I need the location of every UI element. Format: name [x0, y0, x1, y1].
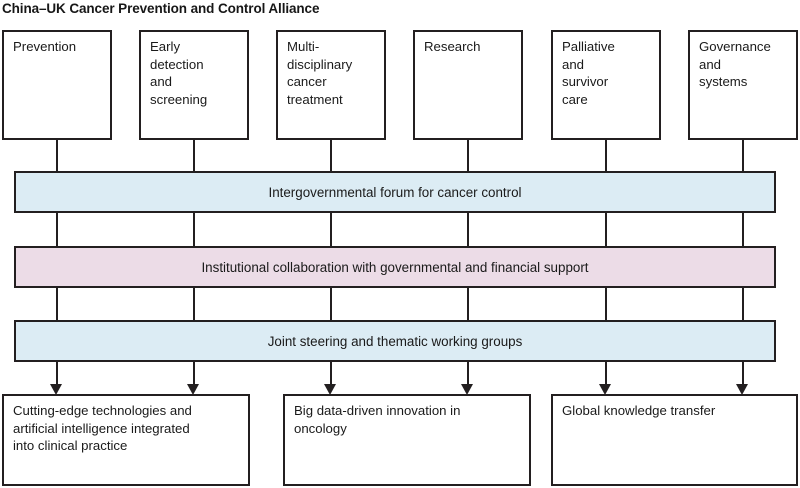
arrow-head-to-bigdata-1	[324, 384, 336, 395]
pillar-label-early-detection: Early detection and screening	[150, 39, 208, 107]
mechanism-label-institutional-collab: Institutional collaboration with governm…	[201, 259, 589, 275]
mechanism-bar-joint-steering[interactable]: Joint steering and thematic working grou…	[14, 320, 776, 362]
connector-research-to-forum	[467, 140, 469, 171]
connector-governance-to-forum	[742, 140, 744, 171]
connector-prevention-to-forum	[56, 140, 58, 171]
figure-title: China–UK Cancer Prevention and Control A…	[2, 1, 320, 16]
outcome-label-big-data-oncology: Big data-driven innovation in oncology	[294, 403, 461, 436]
arrow-shaft-to-ai-2	[193, 362, 195, 386]
connector-collab-to-steering-3	[330, 288, 332, 320]
mechanism-label-joint-steering: Joint steering and thematic working grou…	[267, 333, 523, 349]
arrow-shaft-to-transfer-1	[605, 362, 607, 386]
pillar-box-prevention[interactable]: Prevention	[2, 30, 112, 140]
connector-collab-to-steering-6	[742, 288, 744, 320]
pillar-label-research: Research	[424, 39, 481, 54]
outcome-label-knowledge-transfer: Global knowledge transfer	[562, 403, 716, 418]
outcome-box-big-data-oncology[interactable]: Big data-driven innovation in oncology	[283, 394, 531, 486]
pillar-box-early-detection[interactable]: Early detection and screening	[139, 30, 249, 140]
connector-forum-to-collab-6	[742, 213, 744, 246]
connector-collab-to-steering-2	[193, 288, 195, 320]
outcome-label-ai-clinical-practice: Cutting-edge technologies and artificial…	[13, 403, 192, 453]
arrow-head-to-transfer-1	[599, 384, 611, 395]
pillar-box-palliative-care[interactable]: Palliative and survivor care	[551, 30, 661, 140]
mechanism-bar-institutional-collab[interactable]: Institutional collaboration with governm…	[14, 246, 776, 288]
connector-forum-to-collab-5	[605, 213, 607, 246]
mechanism-bar-intergov-forum[interactable]: Intergovernmental forum for cancer contr…	[14, 171, 776, 213]
pillar-box-governance[interactable]: Governance and systems	[688, 30, 798, 140]
connector-collab-to-steering-5	[605, 288, 607, 320]
arrow-shaft-to-ai-1	[56, 362, 58, 386]
arrow-head-to-ai-1	[50, 384, 62, 395]
connector-forum-to-collab-2	[193, 213, 195, 246]
pillar-label-prevention: Prevention	[13, 39, 77, 54]
connector-forum-to-collab-3	[330, 213, 332, 246]
pillar-label-governance: Governance and systems	[699, 39, 771, 89]
pillar-box-research[interactable]: Research	[413, 30, 523, 140]
connector-collab-to-steering-1	[56, 288, 58, 320]
outcome-box-knowledge-transfer[interactable]: Global knowledge transfer	[551, 394, 798, 486]
connector-forum-to-collab-4	[467, 213, 469, 246]
pillar-label-palliative-care: Palliative and survivor care	[562, 39, 615, 107]
connector-early-detection-to-forum	[193, 140, 195, 171]
pillar-label-mdt-treatment: Multi- disciplinary cancer treatment	[287, 39, 353, 107]
outcome-box-ai-clinical-practice[interactable]: Cutting-edge technologies and artificial…	[2, 394, 250, 486]
pillar-box-mdt-treatment[interactable]: Multi- disciplinary cancer treatment	[276, 30, 386, 140]
arrow-shaft-to-bigdata-1	[330, 362, 332, 386]
arrow-shaft-to-bigdata-2	[467, 362, 469, 386]
arrow-head-to-bigdata-2	[461, 384, 473, 395]
arrow-shaft-to-transfer-2	[742, 362, 744, 386]
arrow-head-to-transfer-2	[736, 384, 748, 395]
mechanism-label-intergov-forum: Intergovernmental forum for cancer contr…	[268, 184, 522, 200]
arrow-head-to-ai-2	[187, 384, 199, 395]
connector-mdt-to-forum	[330, 140, 332, 171]
connector-palliative-to-forum	[605, 140, 607, 171]
connector-forum-to-collab-1	[56, 213, 58, 246]
connector-collab-to-steering-4	[467, 288, 469, 320]
